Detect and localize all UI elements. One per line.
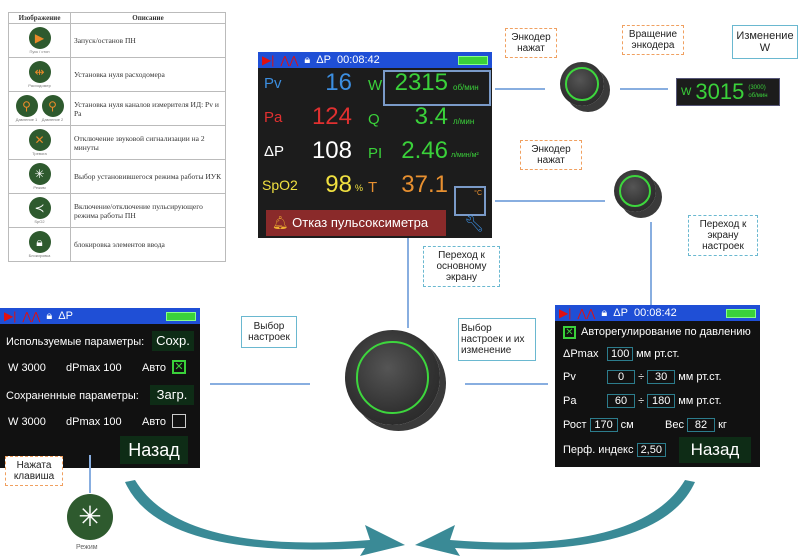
alarm-mute-icon: ✕ [28,129,51,151]
pressure1-icon: ⚲ [15,95,38,117]
callout-select-change: Выбор настроек и их изменение [458,318,536,361]
pa-min-field[interactable]: 60 [607,394,635,408]
curved-arrows [125,480,695,556]
play-icon: ▶| [4,309,17,323]
battery-icon [726,308,756,318]
lock-icon: 🔒︎ [601,306,608,319]
callout-encoder-pressed-2: Энкодер нажат [520,140,582,170]
wrench-icon[interactable]: 🔧︎ [464,216,485,233]
weight-field[interactable]: 82 [687,418,716,432]
flow-arrow [210,383,310,385]
load-button[interactable]: Загр. [150,385,194,405]
wave-icon: ⋀⋀ [280,54,299,67]
auto-checkbox[interactable] [172,414,186,428]
flow-line [407,238,409,328]
flow-line [650,222,652,306]
auto-regulation-checkbox[interactable]: ✕ [563,326,576,339]
col-header: Описание [70,12,226,24]
callout-to-main: Переход к основному экрану [423,246,500,287]
encoder-knob-large-icon[interactable] [345,330,440,425]
callout-encoder-pressed: Энкодер нажат [505,28,557,58]
flow-arrow [465,383,548,385]
w-highlight [383,70,491,106]
flow-arrow [495,88,545,90]
callout-select-settings: Выбор настроек [241,316,297,348]
battery-icon [458,55,488,65]
lock-icon: 🔒︎ [28,231,51,253]
curved-arrow-left [125,480,405,556]
wave-icon: ⋀⋀ [22,310,41,323]
back-button[interactable]: Назад [120,436,188,464]
auto-checkbox-checked[interactable]: ✕ [172,360,186,374]
encoder-knob-icon[interactable] [560,62,604,106]
flow-line [89,455,91,493]
pv-max-field[interactable]: 30 [647,370,676,384]
back-button[interactable]: Назад [679,437,751,463]
mode-icon: ✳ [28,163,51,185]
battery-icon [166,311,196,321]
height-field[interactable]: 170 [589,418,618,432]
dpmax-field[interactable]: 100 [607,347,633,361]
play-icon: ▶| [262,53,275,67]
play-stop-icon: ▶ [28,27,51,49]
flow-arrow [620,88,668,90]
mode-icon[interactable]: ✳ [67,494,113,540]
lock-icon: 🔒︎ [304,53,311,66]
pressure2-icon: ⚲ [41,95,64,117]
bell-icon: 🔔︎ [272,215,289,230]
col-header: Изображение [8,12,71,24]
pulse-icon: ≺ [28,197,51,219]
perf-index-field[interactable]: 2,50 [636,443,666,457]
alarm-banner: 🔔︎ Отказ пульсоксиметра [266,210,446,236]
save-button[interactable]: Сохр. [152,331,194,351]
callout-to-settings: Переход к экрану настроек [688,215,758,256]
flowmeter-icon: ⇹ [28,61,51,83]
pa-max-field[interactable]: 180 [647,394,676,408]
callout-encoder-rotation: Вращение энкодера [622,25,684,55]
flow-arrow [495,200,605,202]
params-screen: ▶|⋀⋀🔒︎ΔP Используемые параметры: Сохр. W… [0,308,200,468]
pv-min-field[interactable]: 0 [607,370,635,384]
play-icon: ▶| [559,306,572,320]
encoder-knob-icon[interactable] [614,170,656,212]
lock-icon: 🔒︎ [46,309,53,322]
callout-change-w: Изменение W [732,25,798,59]
callout-key-pressed: Нажата клавиша [5,456,63,486]
curved-arrow-right [415,480,695,556]
wave-icon: ⋀⋀ [577,307,596,320]
